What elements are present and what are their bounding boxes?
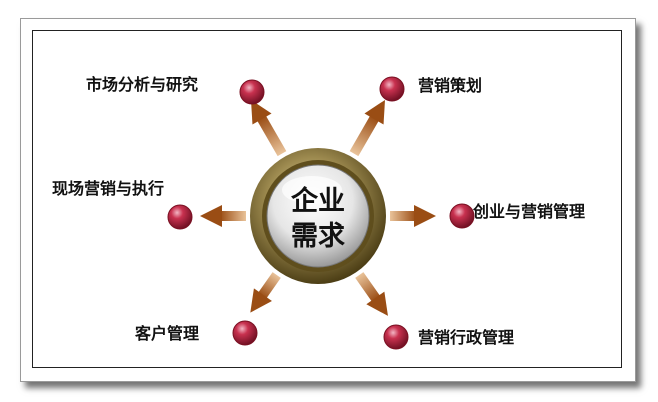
ball-business-management — [449, 203, 475, 229]
label-onsite-execution: 现场营销与执行 — [52, 179, 164, 198]
center-label-line1: 企业 — [291, 185, 345, 217]
ball-marketing-planning — [379, 76, 405, 102]
arrow-to-admin-management — [355, 272, 388, 316]
label-customer-management: 客户管理 — [135, 324, 199, 343]
label-business-management: 创业与营销管理 — [472, 202, 585, 221]
arrow-to-marketing-planning — [349, 99, 385, 157]
arrow-to-customer-management — [250, 272, 281, 313]
arrow-to-onsite-execution — [200, 205, 246, 227]
center-hub: 企业 需求 — [250, 148, 386, 284]
label-admin-management: 营销行政管理 — [418, 328, 514, 347]
ball-onsite-execution — [167, 204, 193, 230]
label-marketing-planning: 营销策划 — [418, 76, 482, 95]
label-market-analysis: 市场分析与研究 — [86, 75, 198, 94]
diagram-inner-border — [32, 30, 622, 368]
ball-customer-management — [232, 320, 258, 346]
arrow-to-business-management — [390, 205, 436, 227]
center-label-line2: 需求 — [291, 221, 345, 252]
arrow-to-market-analysis — [251, 99, 287, 157]
ball-admin-management — [383, 324, 409, 350]
ball-market-analysis — [239, 79, 265, 105]
